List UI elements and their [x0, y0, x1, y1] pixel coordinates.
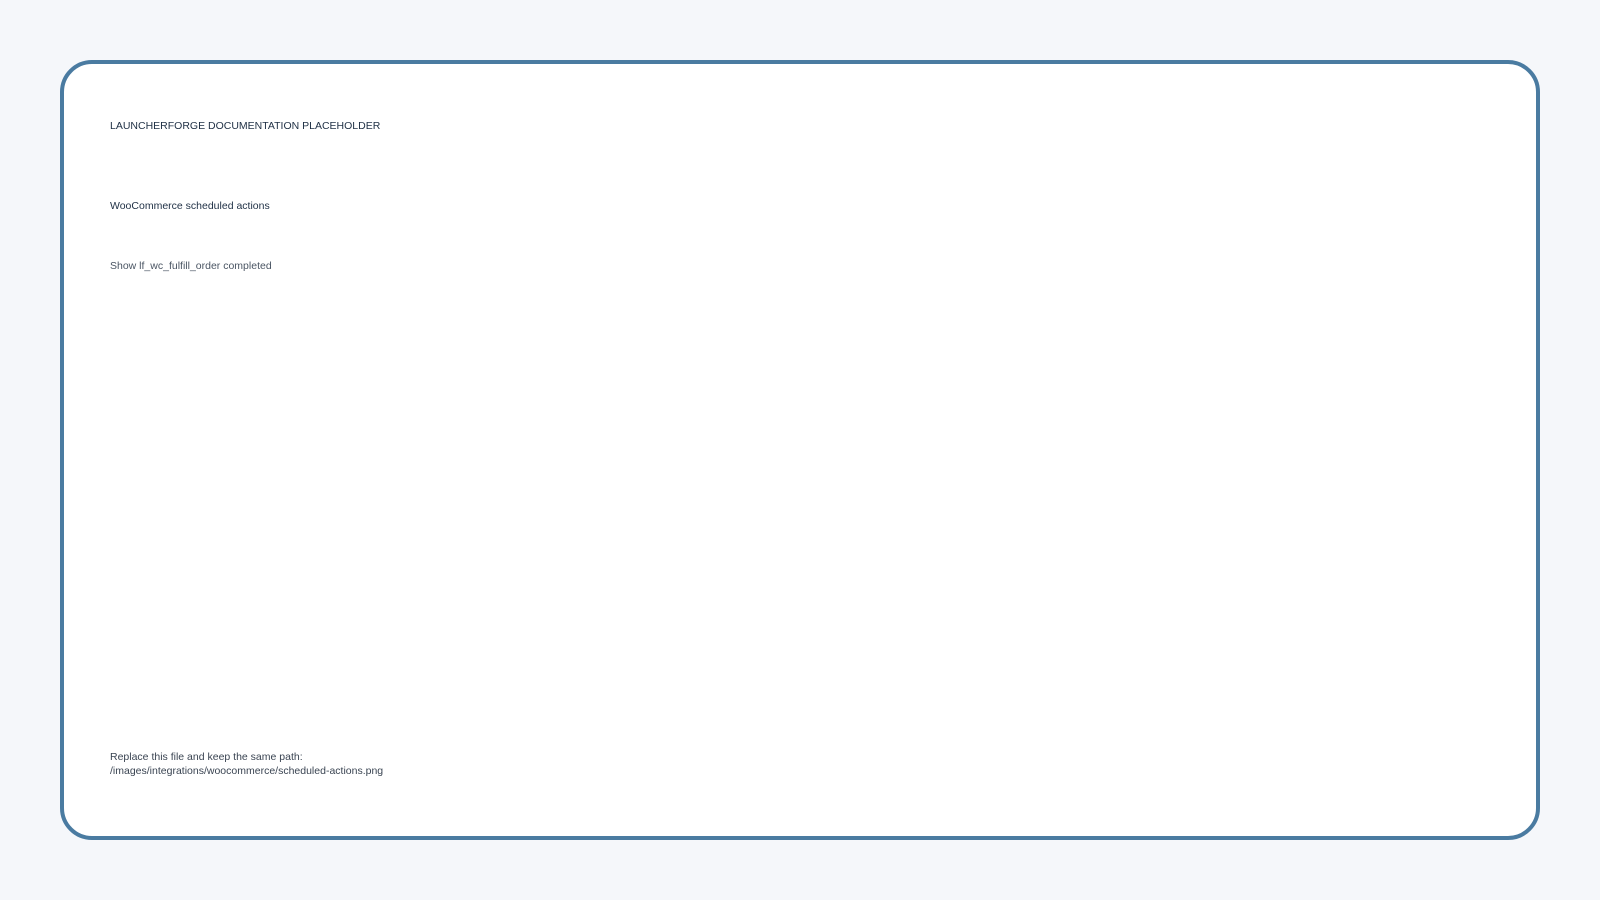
placeholder-eyebrow: LAUNCHERFORGE DOCUMENTATION PLACEHOLDER — [110, 120, 381, 132]
placeholder-card: LAUNCHERFORGE DOCUMENTATION PLACEHOLDER … — [60, 60, 1540, 840]
footer-path: /images/integrations/woocommerce/schedul… — [110, 765, 384, 777]
placeholder-title: WooCommerce scheduled actions — [110, 200, 270, 212]
placeholder-subtitle: Show lf_wc_fulfill_order completed — [110, 260, 272, 272]
placeholder-footer: Replace this file and keep the same path… — [110, 750, 383, 778]
footer-instruction: Replace this file and keep the same path… — [110, 751, 303, 763]
